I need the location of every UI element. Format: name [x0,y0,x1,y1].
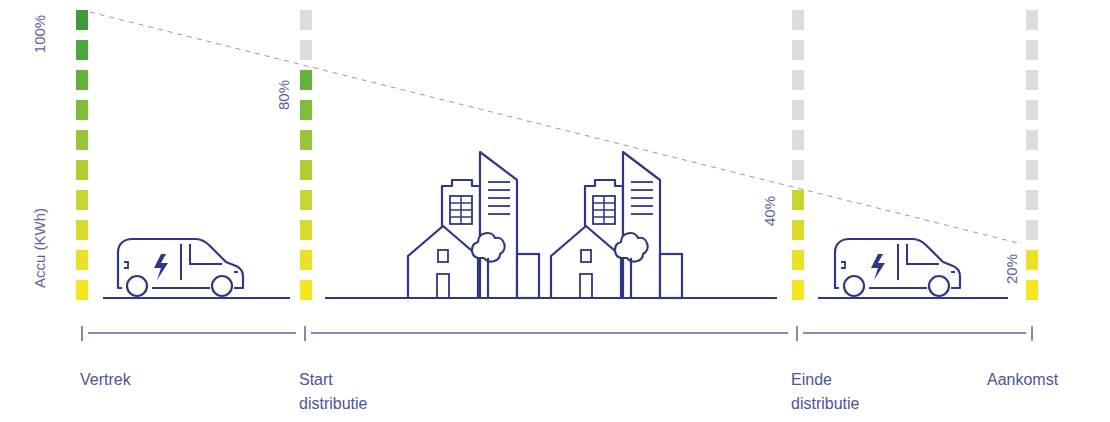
battery-bar [76,10,88,300]
battery-segment [792,220,804,240]
battery-segment [792,130,804,150]
battery-segment [1026,70,1038,90]
battery-segment [1026,160,1038,180]
battery-segment [76,220,88,240]
battery-segment [792,280,804,300]
electric-van [118,239,243,296]
battery-segment [300,10,312,30]
battery-segment [792,160,804,180]
battery-segment [300,220,312,240]
battery-segment [76,160,88,180]
battery-segment [300,190,312,210]
battery-segment [1026,100,1038,120]
stage-label: Start distributie [299,368,389,416]
stage-label: Aankomst [987,368,1097,392]
battery-segment [76,190,88,210]
stage-label: Einde distributie [791,368,881,416]
battery-bar [1026,10,1038,300]
battery-segment [76,280,88,300]
battery-segment [792,250,804,270]
battery-segment [792,190,804,210]
battery-segment [1026,280,1038,300]
electric-van [835,239,960,296]
battery-segment [792,10,804,30]
battery-segment [300,40,312,60]
city-buildings [551,152,682,298]
percentage-label: 20% [1000,254,1024,284]
percentage-label: 40% [758,196,782,226]
axis-label: Accu (KWh) [28,208,52,288]
battery-segment [300,280,312,300]
battery-segment [1026,10,1038,30]
battery-segment [76,130,88,150]
battery-bar [792,10,804,300]
battery-segment [76,70,88,90]
battery-segment [300,130,312,150]
trend-line [90,12,1022,244]
battery-segment [1026,40,1038,60]
timeline [82,326,1032,341]
battery-segment [1026,130,1038,150]
city-buildings [408,152,539,298]
battery-segment [300,250,312,270]
percentage-label: 80% [272,80,296,110]
percentage-label: 100% [28,15,52,53]
battery-segment [300,100,312,120]
battery-segment [76,250,88,270]
battery-bar [300,10,312,300]
battery-segment [76,10,88,30]
battery-segment [300,70,312,90]
battery-segment [792,40,804,60]
battery-segment [76,100,88,120]
battery-segment [792,100,804,120]
battery-segment [1026,220,1038,240]
battery-segment [300,160,312,180]
stage-label: Vertrek [80,368,170,392]
battery-segment [1026,190,1038,210]
battery-segment [1026,250,1038,270]
battery-segment [76,40,88,60]
battery-segment [792,70,804,90]
